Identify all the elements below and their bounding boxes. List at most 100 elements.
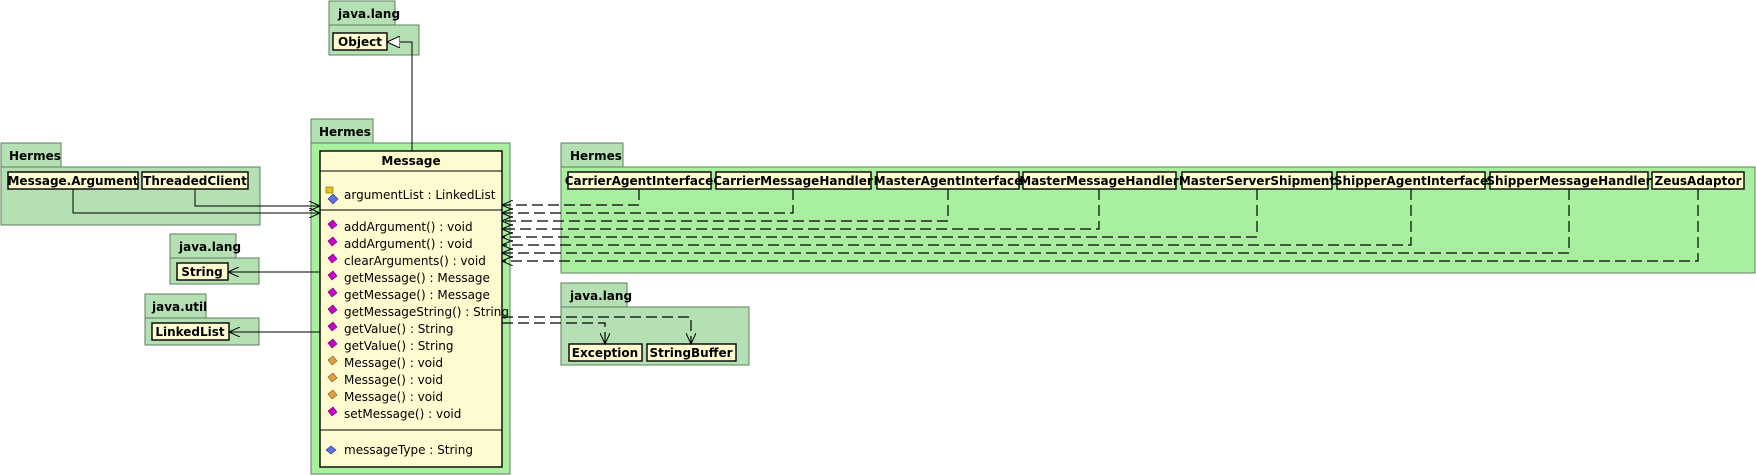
method-text: addArgument() : void — [344, 237, 473, 251]
class-master-message-handler[interactable]: MasterMessageHandler — [1019, 171, 1179, 190]
class-name: ZeusAdaptor — [1655, 174, 1742, 188]
class-string[interactable]: String — [176, 262, 229, 281]
package-name: Hermes — [570, 149, 622, 163]
field-message-type[interactable]: messageType : String — [325, 443, 473, 457]
package-hermes-right[interactable]: Hermes CarrierAgentInterface CarrierMess… — [560, 142, 1756, 274]
attribute-text: argumentList : LinkedList — [344, 188, 496, 202]
package-name: java.lang — [569, 289, 632, 303]
method-icon — [327, 406, 338, 417]
method-icon — [327, 253, 338, 264]
class-name: CarrierAgentInterface — [565, 174, 714, 188]
association-line — [72, 189, 320, 213]
package-name: Hermes — [9, 149, 61, 163]
dependency-line — [502, 189, 1412, 245]
method-text: getMessage() : Message — [344, 271, 490, 285]
dependency-line — [502, 189, 1699, 261]
field-icon — [325, 445, 337, 455]
method-icon — [327, 304, 338, 315]
method-row[interactable]: getValue() : String — [327, 338, 454, 353]
package-name: java.lang — [337, 7, 400, 21]
constructor-icon — [327, 372, 338, 383]
class-name: ShipperMessageHandler — [1486, 174, 1651, 188]
constructor-row[interactable]: Message() : void — [327, 372, 443, 387]
class-carrier-message-handler[interactable]: CarrierMessageHandler — [713, 171, 873, 190]
class-linked-list[interactable]: LinkedList — [151, 322, 230, 341]
class-name: CarrierMessageHandler — [713, 174, 873, 188]
method-icon — [327, 236, 338, 247]
constructor-row[interactable]: Message() : void — [327, 355, 443, 370]
class-carrier-agent-interface[interactable]: CarrierAgentInterface — [565, 171, 714, 190]
method-row[interactable]: addArgument() : void — [327, 236, 473, 251]
method-row[interactable]: setMessage() : void — [327, 406, 461, 421]
class-name: ShipperAgentInterface — [1334, 174, 1488, 188]
method-icon — [327, 338, 338, 349]
dependency-line — [502, 189, 1100, 229]
class-master-agent-interface[interactable]: MasterAgentInterface — [874, 171, 1023, 190]
method-icon — [327, 219, 338, 230]
package-java-lang-string[interactable]: java.lang String — [169, 233, 260, 285]
method-list: addArgument() : void addArgument() : voi… — [327, 219, 509, 421]
constructor-row[interactable]: Message() : void — [327, 389, 443, 404]
class-string-buffer[interactable]: StringBuffer — [646, 343, 737, 362]
package-name: Hermes — [319, 125, 371, 139]
class-threaded-client[interactable]: ThreadedClient — [141, 171, 249, 190]
class-message[interactable]: Message argumentList : LinkedList addArg… — [319, 150, 509, 468]
method-text: clearArguments() : void — [344, 254, 486, 268]
method-text: Message() : void — [344, 356, 443, 370]
method-icon — [327, 321, 338, 332]
method-text: getMessage() : Message — [344, 288, 490, 302]
class-shipper-message-handler[interactable]: ShipperMessageHandler — [1486, 171, 1652, 190]
class-name: Object — [338, 35, 382, 49]
package-name: java.lang — [178, 240, 241, 254]
generalization-line — [387, 42, 413, 151]
dependency-line — [502, 189, 640, 205]
method-text: getValue() : String — [344, 322, 454, 336]
constructor-icon — [327, 389, 338, 400]
constructor-icon — [327, 355, 338, 366]
class-exception[interactable]: Exception — [568, 343, 643, 362]
method-row[interactable]: getMessage() : Message — [327, 270, 490, 285]
class-name: Message — [381, 154, 440, 168]
class-name: MasterAgentInterface — [874, 174, 1023, 188]
dependency-line — [502, 189, 1258, 237]
package-hermes-left[interactable]: Hermes Message.Argument ThreadedClient — [0, 142, 261, 226]
package-java-lang-bottom[interactable]: java.lang Exception StringBuffer — [560, 282, 750, 366]
class-name: StringBuffer — [649, 346, 732, 360]
method-text: getMessageString() : String — [344, 305, 509, 319]
method-row[interactable]: addArgument() : void — [327, 219, 473, 234]
class-name: Message.Argument — [7, 174, 138, 188]
class-object[interactable]: Object — [332, 32, 388, 51]
dependency-line — [502, 189, 949, 221]
class-name: MasterMessageHandler — [1019, 174, 1179, 188]
method-icon — [327, 287, 338, 298]
method-row[interactable]: getValue() : String — [327, 321, 454, 336]
class-name: String — [181, 265, 223, 279]
association-line — [194, 189, 320, 206]
method-text: setMessage() : void — [344, 407, 461, 421]
class-shipper-agent-interface[interactable]: ShipperAgentInterface — [1334, 171, 1488, 190]
class-message-argument[interactable]: Message.Argument — [7, 171, 139, 190]
class-master-server-shipment[interactable]: MasterServerShipment — [1179, 171, 1336, 190]
private-field-icon — [325, 186, 339, 205]
method-row[interactable]: clearArguments() : void — [327, 253, 486, 268]
method-row[interactable]: getMessage() : Message — [327, 287, 490, 302]
method-text: Message() : void — [344, 390, 443, 404]
method-text: getValue() : String — [344, 339, 454, 353]
package-name: java.util — [151, 300, 207, 314]
attribute-argument-list[interactable]: argumentList : LinkedList — [325, 186, 496, 205]
method-text: Message() : void — [344, 373, 443, 387]
class-name: Exception — [572, 346, 638, 360]
field-text: messageType : String — [344, 443, 473, 457]
method-text: addArgument() : void — [344, 220, 473, 234]
package-java-util[interactable]: java.util LinkedList — [144, 293, 260, 346]
class-zeus-adaptor[interactable]: ZeusAdaptor — [1651, 171, 1745, 190]
dependency-line — [502, 189, 1570, 253]
method-row[interactable]: getMessageString() : String — [327, 304, 509, 319]
dependency-line — [502, 322, 605, 344]
package-hermes-main[interactable]: Hermes Message argumentList : LinkedList… — [310, 118, 511, 475]
package-java-lang-top[interactable]: java.lang Object — [328, 0, 420, 56]
class-name: MasterServerShipment — [1179, 174, 1336, 188]
class-name: ThreadedClient — [143, 174, 247, 188]
class-name: LinkedList — [155, 325, 225, 339]
